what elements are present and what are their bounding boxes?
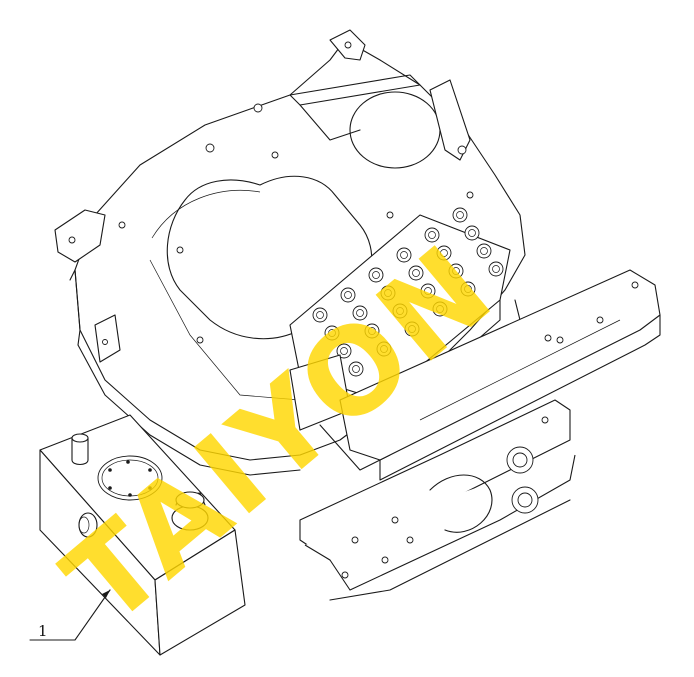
valve-port	[368, 267, 384, 283]
valve-port	[420, 283, 436, 299]
valve-port	[336, 343, 352, 359]
breather-stub	[71, 433, 89, 466]
valve-port-bore	[344, 291, 352, 299]
valve-port-bore	[408, 325, 416, 333]
valve-port-bore	[316, 311, 324, 319]
valve-port-bore	[356, 309, 364, 317]
valve-port	[364, 323, 380, 339]
valve-port	[476, 243, 492, 259]
valve-port	[376, 341, 392, 357]
valve-port	[408, 265, 424, 281]
cross-member	[299, 399, 576, 601]
valve-port	[460, 281, 476, 297]
left-bracket-lower	[94, 314, 121, 363]
valve-port-bore	[468, 229, 476, 237]
valve-port	[352, 305, 368, 321]
valve-port-bore	[452, 267, 460, 275]
valve-port-bore	[352, 365, 360, 373]
hydraulic-tank	[39, 414, 246, 656]
filler-cap	[171, 491, 209, 531]
valve-port-bore	[464, 285, 472, 293]
valve-port-bore	[492, 265, 500, 273]
callout-1: 1	[29, 589, 111, 641]
valve-port	[396, 247, 412, 263]
valve-port	[424, 227, 440, 243]
valve-port	[464, 225, 480, 241]
valve-port	[436, 245, 452, 261]
valve-port	[488, 261, 504, 277]
valve-port-bore	[328, 329, 336, 337]
control-valve-bank	[289, 207, 521, 441]
valve-port	[312, 307, 328, 323]
valve-port	[380, 285, 396, 301]
valve-port	[452, 207, 468, 223]
valve-port-bore	[400, 251, 408, 259]
valve-port-bore	[456, 211, 464, 219]
valve-port	[432, 301, 448, 317]
hinge-bracket	[329, 29, 471, 161]
valve-port-bore	[428, 231, 436, 239]
valve-port-bore	[396, 307, 404, 315]
valve-port-bore	[412, 269, 420, 277]
sight-gauge	[78, 512, 98, 538]
valve-port-bore	[368, 327, 376, 335]
front-rail	[339, 269, 661, 481]
valve-port	[404, 321, 420, 337]
left-bracket-upper	[54, 209, 106, 263]
valve-port	[340, 287, 356, 303]
valve-port-bore	[372, 271, 380, 279]
valve-port-bore	[436, 305, 444, 313]
valve-port-bore	[480, 247, 488, 255]
callout-1-label: 1	[38, 622, 48, 640]
valve-port	[392, 303, 408, 319]
valve-port-bore	[340, 347, 348, 355]
valve-port-bore	[384, 289, 392, 297]
valve-port	[348, 361, 364, 377]
valve-port-bore	[424, 287, 432, 295]
valve-port	[448, 263, 464, 279]
valve-port-bore	[380, 345, 388, 353]
valve-port	[324, 325, 340, 341]
valve-port-bore	[440, 249, 448, 257]
